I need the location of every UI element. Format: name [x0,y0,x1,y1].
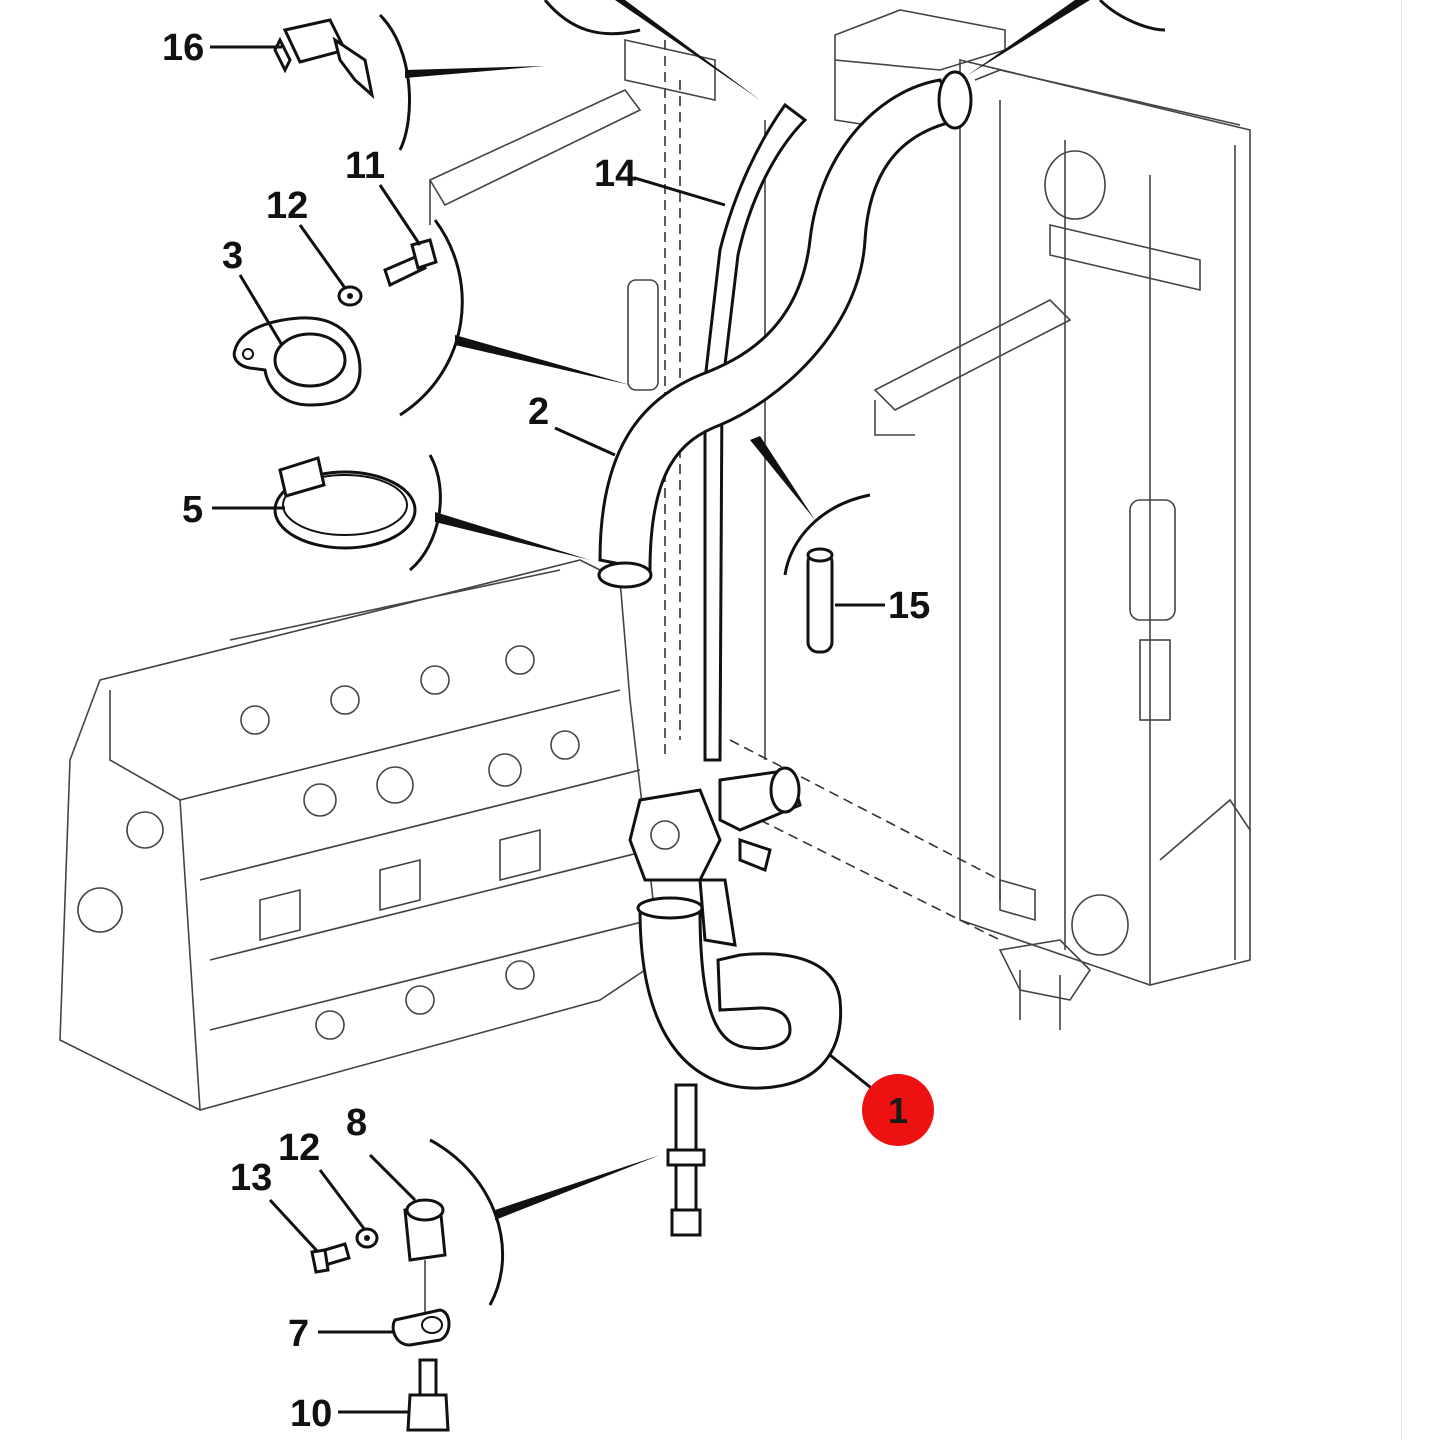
temperature-sensor-16 [273,18,375,100]
callout-13: 13 [230,1157,272,1199]
pointer-wedges [405,0,1090,1220]
radiator-outline [959,58,1251,1030]
clamp-7 [391,1308,451,1347]
callout-16: 16 [162,27,204,69]
callout-12-top: 12 [266,185,308,227]
bolt-11 [383,238,438,288]
hose-2 [597,70,973,589]
fitting-10 [406,1358,450,1432]
washer-12-top [337,285,363,307]
callout-7: 7 [288,1313,309,1355]
bolt-13 [310,1242,351,1274]
callout-11: 11 [345,145,385,187]
engine-block-outline [59,559,661,1111]
leader-lines [210,45,885,1414]
hose-1-highlighted [636,896,843,1237]
clamp-3 [232,316,362,407]
hose-14 [698,102,808,947]
hose-clamp-5 [273,456,417,550]
clip-8 [403,1198,447,1320]
callout-8: 8 [346,1102,367,1144]
callout-14: 14 [594,153,636,195]
callout-12-bottom: 12 [278,1127,320,1169]
callout-2: 2 [528,391,549,433]
pipe-15 [806,547,834,654]
detail-arcs [378,0,1166,1306]
page-edge-rule [1401,0,1402,1440]
callout-1: 1 [888,1090,908,1131]
callout-10: 10 [290,1393,332,1435]
thermostat-housing [628,766,802,882]
callout-3: 3 [222,235,243,277]
callout-5: 5 [182,489,203,531]
washer-12-bottom [355,1227,379,1249]
highlight-marker-part-1[interactable]: 1 [862,1074,934,1146]
shroud-outline [428,9,1072,941]
callout-15: 15 [888,585,930,627]
callout-numbers: 16 11 12 3 14 2 5 15 8 12 13 7 10 [162,27,930,1435]
